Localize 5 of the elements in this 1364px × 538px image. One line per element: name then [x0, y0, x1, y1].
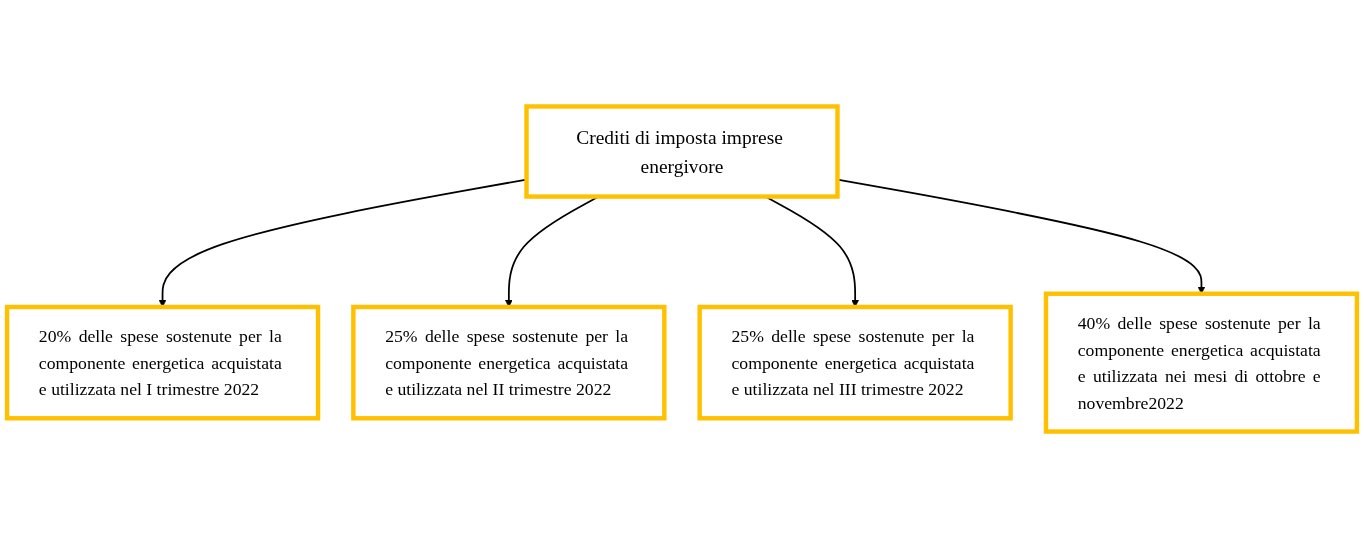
node-box: 20% delle spese sostenute per la componente energetica acquistata e utilizzata nel I trimestre 2022 — [4, 304, 321, 421]
node-box: Crediti di imposta imprese energivore — [524, 104, 840, 199]
node-box: 25% delle spese sostenute per la componente energetica acquistata e utilizzata nel II trimestre 2022 — [351, 304, 667, 421]
node-box: 25% delle spese sostenute per la componente energetica acquistata e utilizzata nel III trimestre 2022 — [697, 304, 1013, 421]
node-box: 40% delle spese sostenute per la componente energetica acquistata e utilizzata nei mesi di ottobre e novembre2022 — [1043, 291, 1360, 434]
